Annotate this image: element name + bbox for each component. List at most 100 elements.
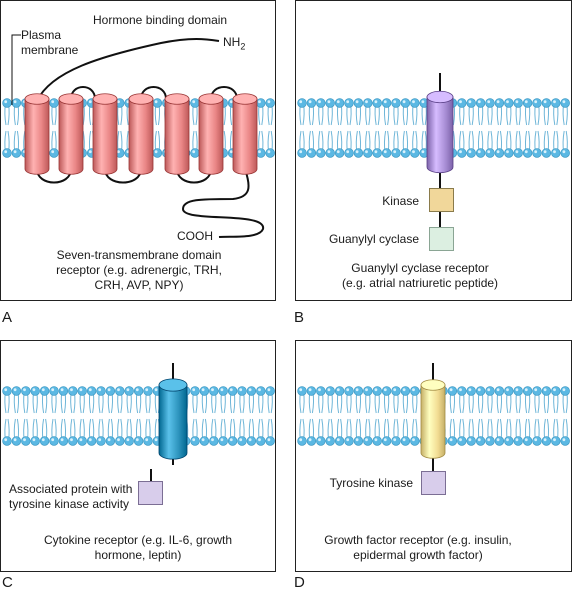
lipid-highlight	[327, 150, 331, 154]
receptor-cap	[158, 378, 188, 392]
receptor-b-cylinder	[426, 90, 454, 174]
lipid-highlight	[383, 150, 387, 154]
associated-protein-box	[138, 481, 163, 505]
lipid-highlight	[487, 388, 491, 392]
lipid-highlight	[524, 150, 528, 154]
tm-helix-body	[92, 98, 118, 175]
lipid-highlight	[107, 438, 111, 442]
lipid-highlight	[515, 438, 519, 442]
tyrosine-kinase-box	[421, 471, 446, 495]
lipid-highlight	[229, 100, 233, 104]
lipid-highlight	[393, 150, 397, 154]
lipid-highlight	[543, 100, 547, 104]
lipid-highlight	[318, 438, 321, 442]
n-terminal-chain	[36, 38, 220, 102]
lipid-highlight	[70, 438, 73, 442]
lipid-highlight	[534, 100, 538, 104]
lipid-highlight	[365, 388, 368, 392]
lipid-highlight	[154, 438, 158, 442]
lipid-highlight	[506, 388, 509, 392]
lipid-highlight	[41, 438, 45, 442]
lipid-highlight	[336, 388, 340, 392]
lipid-highlight	[355, 150, 359, 154]
tm-helix-body	[232, 98, 258, 175]
lipid-highlight	[98, 388, 102, 392]
lipid-highlight	[477, 388, 481, 392]
panel-d: Tyrosine kinase Growth factor receptor (…	[295, 340, 572, 572]
lipid-highlight	[4, 388, 8, 392]
kinase-box	[429, 188, 454, 212]
lipid-highlight	[393, 100, 397, 104]
lipid-highlight	[524, 100, 528, 104]
lipid-highlight	[468, 100, 472, 104]
assoc-label-line1: Associated protein with	[9, 482, 133, 496]
lipid-highlight	[51, 388, 55, 392]
lipid-highlight	[562, 100, 566, 104]
lipid-highlight	[299, 438, 303, 442]
lipid-highlight	[258, 150, 261, 154]
nh2-sub: 2	[240, 41, 246, 52]
lipid-highlight	[459, 100, 462, 104]
lipid-highlight	[468, 150, 472, 154]
lipid-highlight	[88, 438, 92, 442]
guanylyl-cyclase-box	[429, 227, 454, 251]
tm-helix-cap	[58, 93, 84, 105]
lipid-highlight	[88, 388, 92, 392]
lipid-highlight	[239, 388, 243, 392]
lipid-highlight	[60, 388, 64, 392]
lipid-highlight	[477, 150, 481, 154]
hormone-binding-label: Hormone binding domain	[93, 13, 228, 27]
lipid-highlight	[421, 100, 425, 104]
lipid-highlight	[98, 438, 102, 442]
lipid-highlight	[449, 438, 453, 442]
lipid-highlight	[192, 388, 196, 392]
lipid-highlight	[402, 100, 406, 104]
lipid-highlight	[318, 100, 321, 104]
lipid-highlight	[374, 438, 378, 442]
lipid-highlight	[308, 150, 312, 154]
caption-a-line2: receptor (e.g. adrenergic, TRH,	[56, 263, 222, 277]
lipid-highlight	[267, 388, 271, 392]
lipid-highlight	[402, 150, 406, 154]
guanylyl-receptor	[426, 73, 454, 227]
lipid-highlight	[393, 388, 397, 392]
lipid-highlight	[51, 100, 55, 104]
lipid-highlight	[299, 388, 303, 392]
lipid-highlight	[459, 150, 462, 154]
receptor-cap	[420, 379, 446, 391]
receptor-body	[158, 384, 188, 460]
lipid-highlight	[421, 150, 425, 154]
lipid-highlight	[534, 388, 538, 392]
lipid-highlight	[258, 388, 261, 392]
lipid-highlight	[211, 388, 214, 392]
tm-helix-body	[198, 98, 224, 175]
tm-helix-cap	[198, 93, 224, 105]
lipid-highlight	[468, 388, 472, 392]
lipid-highlight	[553, 100, 556, 104]
lipid-highlight	[562, 438, 566, 442]
tm-helix-3	[92, 93, 118, 175]
lipid-highlight	[515, 150, 519, 154]
lipid-highlight	[327, 100, 331, 104]
tm-helix-cap	[92, 93, 118, 105]
lipid-highlight	[318, 150, 321, 154]
lipid-highlight	[336, 150, 340, 154]
lipid-highlight	[248, 438, 252, 442]
panel-c: Associated protein with tyrosine kinase …	[0, 340, 276, 572]
receptor-d-cylinder	[420, 379, 446, 459]
lipid-highlight	[496, 438, 500, 442]
receptor-cap	[426, 90, 454, 104]
lipid-highlight	[534, 438, 538, 442]
lipid-highlight	[487, 100, 491, 104]
lipid-highlight	[117, 388, 120, 392]
lipid-highlight	[201, 438, 205, 442]
lipid-highlight	[543, 150, 547, 154]
receptor-body	[420, 384, 446, 459]
lipid-highlight	[258, 100, 261, 104]
lipid-highlight	[412, 438, 415, 442]
tm-helix-cap	[232, 93, 258, 105]
lipid-highlight	[13, 438, 17, 442]
lipid-highlight	[229, 438, 233, 442]
tm-helix-body	[58, 98, 84, 175]
panel-d-letter: D	[294, 574, 305, 591]
